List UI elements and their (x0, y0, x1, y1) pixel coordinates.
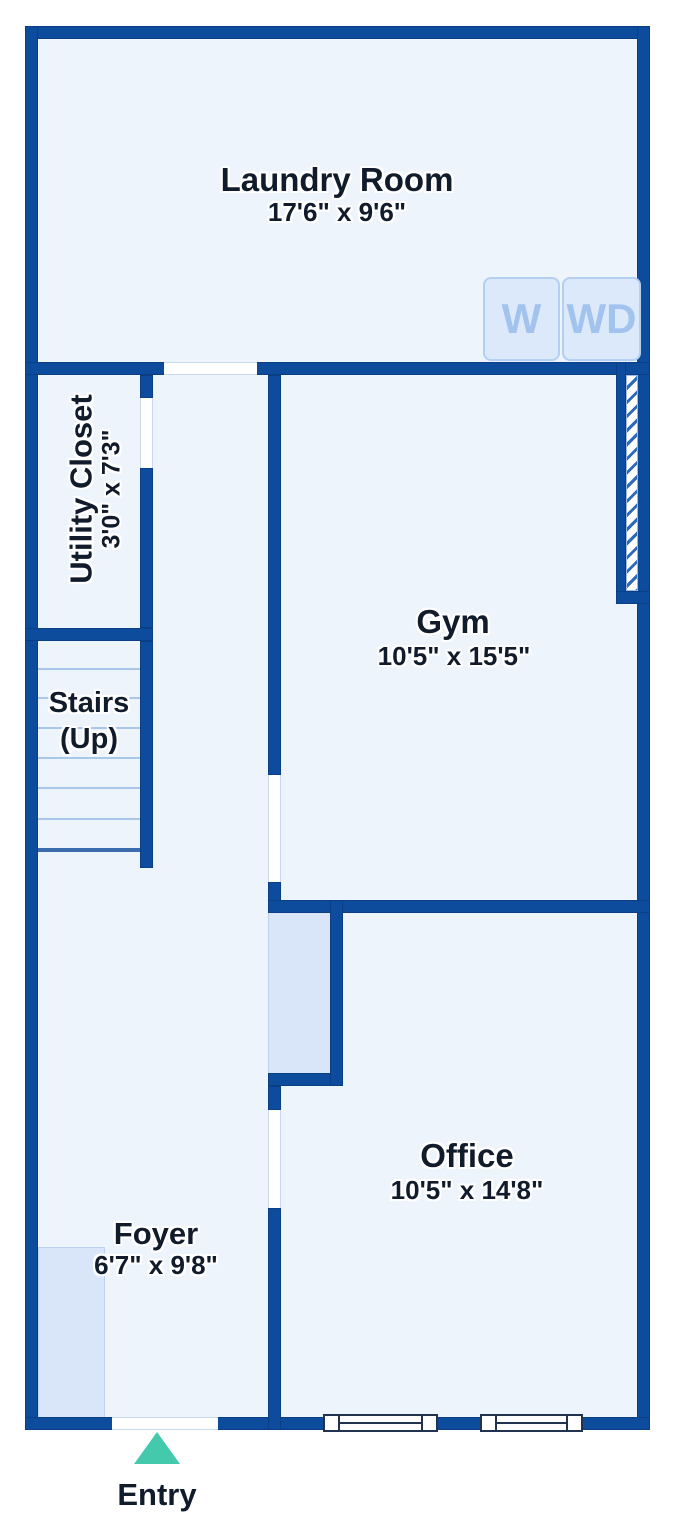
stair-tread-line (38, 668, 140, 670)
window-divider (338, 1416, 340, 1430)
laundry-room-dims: 17'6" x 9'6" (267, 197, 407, 227)
wall-gym-east-inner (616, 362, 626, 604)
gym-east-hatch (626, 375, 638, 591)
stairs-label-sub: (Up) (60, 723, 118, 755)
window (323, 1414, 438, 1432)
wall-laundry-south (25, 362, 650, 375)
stair-tread-line (38, 818, 140, 820)
wall-outer-right (637, 26, 650, 1430)
utility-closet-label: Utility Closet (63, 394, 99, 584)
door-opening-gym (268, 775, 281, 882)
dryer-box: WD (562, 277, 641, 361)
window-divider (495, 1416, 497, 1430)
wall-utility-east (140, 375, 153, 398)
wall-utility-east (140, 468, 153, 628)
utility-closet-label-group: Utility Closet 3'0" x 7'3" (63, 394, 126, 584)
window (480, 1414, 583, 1432)
dryer-label: WD (566, 295, 637, 342)
wall-closet-south (268, 1073, 343, 1086)
stairs-edge-line (38, 848, 140, 852)
stair-tread-line (38, 757, 140, 759)
foyer-label: Foyer (113, 1216, 199, 1251)
washer-box: W (483, 277, 560, 361)
utility-closet-dims: 3'0" x 7'3" (97, 429, 126, 549)
gym-label: Gym (416, 603, 490, 640)
foyer-closet (38, 1247, 105, 1418)
wall-utility-south (25, 628, 153, 641)
wall-gym-office (268, 900, 650, 913)
gym-dims: 10'5" x 15'5" (377, 641, 531, 671)
stair-tread-line (38, 787, 140, 789)
door-opening-office (268, 1110, 281, 1208)
entry-opening (112, 1417, 218, 1430)
wall-gym-west (268, 375, 281, 775)
laundry-room-label: Laundry Room (220, 161, 454, 198)
window-divider (566, 1416, 568, 1430)
entry-label: Entry (117, 1477, 197, 1512)
wall-outer-top (25, 26, 650, 39)
entry-arrow (134, 1432, 180, 1464)
washer-label: W (501, 295, 542, 342)
door-opening-utility-closet (140, 398, 153, 468)
wall-outer-left (25, 26, 38, 1430)
wall-gym-east-cap (616, 591, 650, 604)
door-opening-hall-north (164, 362, 257, 375)
window-pane-line (340, 1422, 421, 1424)
stair-tread-line (38, 727, 140, 729)
wall-stairs-east (140, 641, 153, 868)
foyer-dims: 6'7" x 9'8" (94, 1250, 218, 1280)
window-pane-line (497, 1422, 566, 1424)
stairs-label: Stairs (48, 687, 130, 719)
stair-tread-line (38, 697, 140, 699)
wall-office-west (268, 1208, 281, 1430)
office-label: Office (420, 1137, 514, 1174)
window-divider (421, 1416, 423, 1430)
wall-office-west (268, 1086, 281, 1110)
wall-closet-east (330, 900, 343, 1086)
office-dims: 10'5" x 14'8" (390, 1175, 544, 1205)
office-closet-niche (268, 908, 331, 1074)
